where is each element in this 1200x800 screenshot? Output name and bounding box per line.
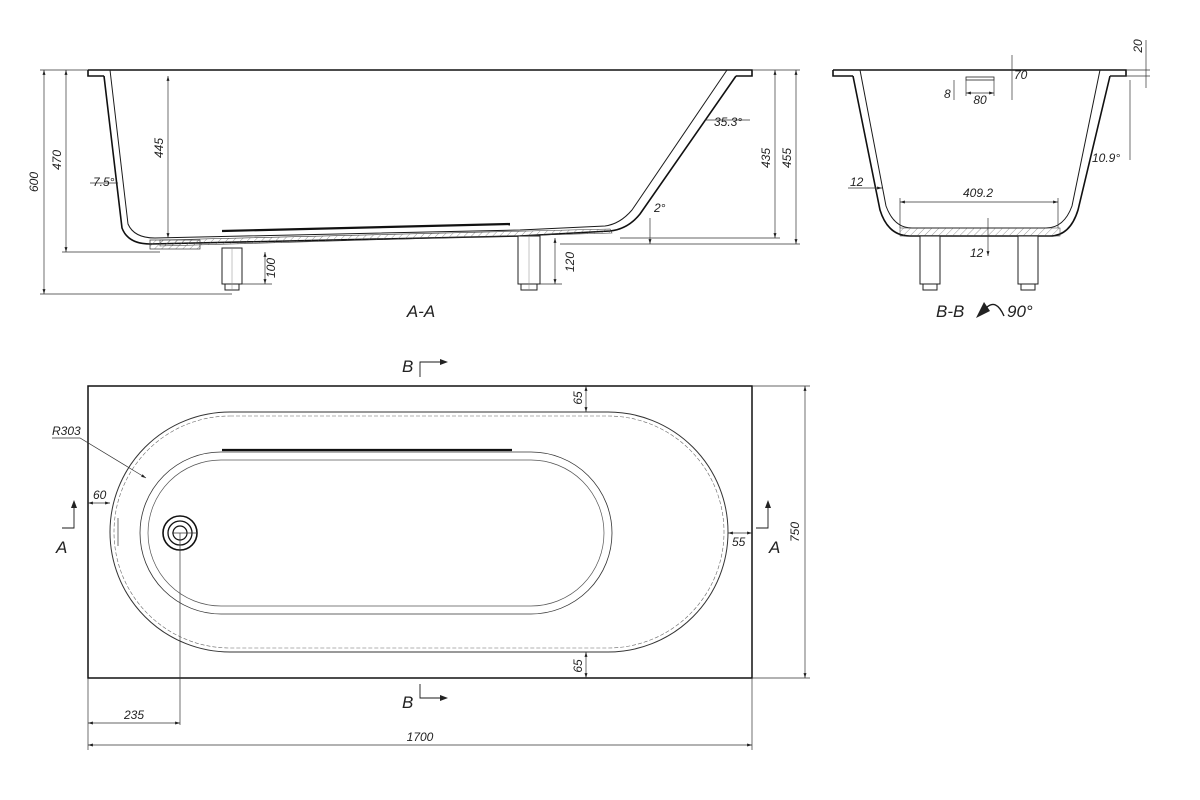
plan-view: B B A A 65 65 60 55 750 R303 235 1700 xyxy=(52,357,810,750)
aa-dim-435: 435 xyxy=(759,148,773,168)
plan-bottom xyxy=(139,451,613,615)
plan-bottom-inner xyxy=(147,459,605,607)
bb-dim-12-wall: 12 xyxy=(850,175,864,189)
plan-dim-55: 55 xyxy=(732,535,746,549)
bb-dim-409-2: 409.2 xyxy=(963,186,993,200)
bb-dim-70: 70 xyxy=(1014,68,1028,82)
aa-leg-left xyxy=(221,247,243,291)
plan-dim-r303: R303 xyxy=(52,424,81,438)
aa-dim-7-5: 7.5° xyxy=(93,175,115,189)
plan-marker-b-bottom: B xyxy=(402,693,413,712)
aa-dim-600: 600 xyxy=(27,172,41,192)
plan-marker-b-top: B xyxy=(402,357,413,376)
section-bb: 20 70 8 80 10.9° 12 409.2 12 B-B 90° xyxy=(832,39,1150,321)
aa-dim-120: 120 xyxy=(563,252,577,272)
bb-dim-8: 8 xyxy=(944,87,951,101)
bb-slot xyxy=(965,76,995,81)
plan-dim-750: 750 xyxy=(788,522,802,542)
bb-dim-20: 20 xyxy=(1131,39,1145,54)
aa-inner-shell xyxy=(109,69,728,239)
bb-dim-10-9: 10.9° xyxy=(1092,151,1120,165)
bb-leg-right xyxy=(1017,235,1039,291)
aa-leg-right xyxy=(517,235,541,291)
plan-marker-a-right: A xyxy=(768,538,780,557)
aa-section-title: A-A xyxy=(406,302,435,321)
aa-dim-35-3: 35.3° xyxy=(714,115,742,129)
bb-bottom-band xyxy=(899,227,1061,237)
plan-marker-a-left: A xyxy=(55,538,67,557)
aa-outer-shell xyxy=(103,75,737,245)
aa-floor-line xyxy=(221,222,511,233)
plan-outer-rim xyxy=(109,411,729,653)
bb-leg-left xyxy=(919,235,941,291)
plan-outline xyxy=(87,385,753,679)
bb-dim-80: 80 xyxy=(973,93,987,107)
rotate-arrow-icon xyxy=(976,302,990,318)
aa-drain xyxy=(149,239,201,250)
aa-dim-445: 445 xyxy=(152,138,166,158)
aa-dim-455: 455 xyxy=(780,148,794,168)
plan-dim-60: 60 xyxy=(93,488,107,502)
bb-title-text: B-B xyxy=(936,302,964,321)
plan-dim-65-top: 65 xyxy=(571,391,585,405)
bb-dim-12-bottom: 12 xyxy=(970,246,984,260)
plan-outer-rim-inner xyxy=(113,415,725,649)
aa-rim xyxy=(87,69,753,77)
plan-dim-65-bottom: 65 xyxy=(571,659,585,673)
aa-dim-470: 470 xyxy=(50,150,64,170)
bb-rim xyxy=(832,69,1127,77)
bb-rotation: 90° xyxy=(1007,302,1033,321)
aa-dim-2deg: 2° xyxy=(653,201,666,215)
plan-dim-1700: 1700 xyxy=(407,730,434,744)
bb-section-title: B-B 90° xyxy=(936,302,1033,321)
aa-dim-100: 100 xyxy=(264,258,278,278)
plan-dim-235: 235 xyxy=(123,708,144,722)
section-aa: 600 470 445 7.5° 35.3° 435 455 2° 100 12… xyxy=(27,69,800,321)
